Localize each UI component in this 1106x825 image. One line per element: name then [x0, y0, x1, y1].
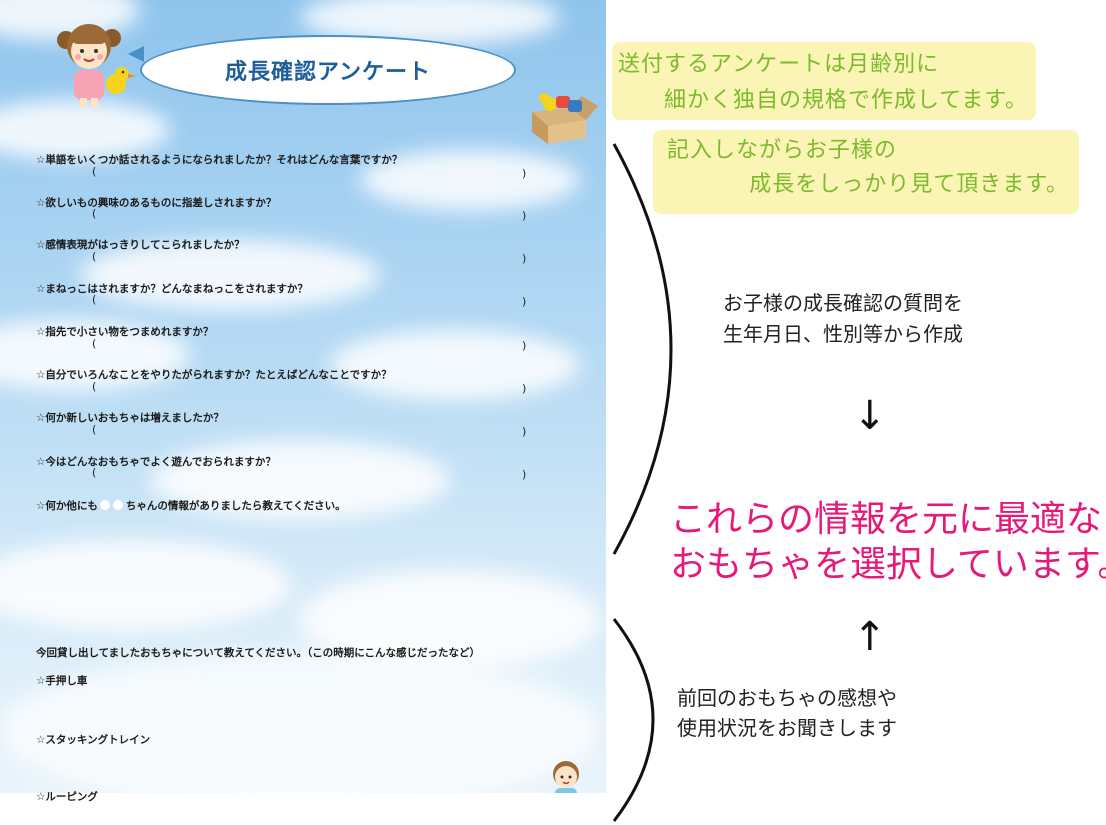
answer-close-paren: )	[522, 339, 527, 352]
child-name-placeholder	[98, 499, 126, 510]
answer-open-paren: (	[92, 380, 97, 393]
answer-close-paren: )	[522, 468, 527, 481]
cloud	[0, 540, 290, 630]
growth-question-line: 生年月日、性別等から作成	[723, 322, 963, 346]
up-arrow-icon: ↑	[853, 614, 887, 660]
answer-close-paren: )	[522, 382, 527, 395]
cloud	[330, 330, 580, 400]
answer-close-paren: )	[522, 295, 527, 308]
cloud	[80, 240, 380, 310]
survey-question: ☆感情表現がはっきりしてこられましたか？	[36, 239, 245, 251]
growth-question-line: お子様の成長確認の質問を	[723, 291, 963, 315]
child-info-question-after: ちゃんの情報がありましたら教えてください。	[125, 500, 346, 512]
feedback-line: 前回のおもちゃの感想や	[677, 686, 897, 710]
note-line: 成長をしっかり見て頂きます。	[749, 172, 1069, 197]
cloud	[0, 100, 170, 160]
highlight-line: おもちゃを選択しています。	[670, 544, 1106, 585]
survey-question: ☆欲しいもの興味のあるものに指差しされますか？	[36, 197, 277, 209]
answer-open-paren: (	[92, 466, 97, 479]
name-dot	[99, 500, 110, 510]
speech-bubble-tail	[128, 46, 144, 62]
child-info-question: ☆何か他にも ちゃんの情報がありましたら教えてください。	[36, 498, 346, 513]
toys-prompt: 今回貸し出してましたおもちゃについて教えてください。（この時期にこんな感じだった…	[36, 647, 481, 659]
boy-with-toy-icon	[553, 761, 579, 793]
answer-open-paren: (	[92, 207, 97, 220]
survey-question: ☆指先で小さい物をつまめれますか？	[36, 326, 214, 338]
survey-question: ☆まねっこはされますか？どんなまねっこをされますか？	[36, 283, 308, 295]
feedback-line: 使用状況をお聞きします	[677, 716, 897, 740]
note-line: 記入しながらお子様の	[667, 138, 898, 163]
toy-item: ☆スタッキングトレイン	[36, 734, 151, 746]
bracket-large-icon	[612, 143, 673, 555]
answer-open-paren: (	[92, 337, 97, 350]
answer-open-paren: (	[92, 165, 97, 178]
note-line: 細かく独自の規格で作成してます。	[663, 88, 1028, 113]
answer-open-paren: (	[92, 293, 97, 306]
toy-box-icon	[532, 93, 598, 144]
cloud	[0, 650, 600, 793]
name-dot	[112, 500, 123, 510]
cloud	[150, 440, 450, 520]
toy-item: ☆手押し車	[36, 675, 88, 687]
answer-close-paren: )	[522, 209, 527, 222]
answer-open-paren: (	[92, 250, 97, 263]
note-line: 送付するアンケートは月齢別に	[618, 52, 940, 77]
survey-question: ☆今はどんなおもちゃでよく遊んでおられますか？	[36, 456, 276, 468]
girl-with-duck-icon	[57, 24, 136, 108]
note-observe-growth: 記入しながらお子様の 成長をしっかり見て頂きます。	[653, 130, 1079, 214]
title-speech-bubble: 成長確認アンケート	[140, 35, 516, 105]
answer-close-paren: )	[522, 252, 527, 265]
note-survey-by-age: 送付するアンケートは月齢別に 細かく独自の規格で作成してます。	[612, 42, 1036, 120]
answer-close-paren: )	[522, 167, 527, 180]
survey-sheet: 成長確認アンケート ☆単語をいくつか話されるようになられましたか？それはどんな言…	[0, 0, 606, 793]
child-info-question-before: ☆何か他にも	[36, 500, 98, 512]
cloud	[0, 320, 190, 390]
answer-open-paren: (	[92, 423, 97, 436]
survey-question: ☆自分でいろんなことをやりたがられますか？たとえばどんなことですか？	[36, 369, 392, 381]
survey-question: ☆何か新しいおもちゃは増えましたか？	[36, 412, 224, 424]
toy-item: ☆ルーピング	[36, 791, 98, 803]
survey-question: ☆単語をいくつか話されるようになられましたか？それはどんな言葉ですか？	[36, 154, 403, 166]
cloud	[360, 150, 580, 210]
survey-title: 成長確認アンケート	[224, 60, 432, 85]
highlight-line: これらの情報を元に最適な	[670, 499, 1103, 540]
bracket-small-icon	[612, 618, 655, 822]
answer-close-paren: )	[522, 425, 527, 438]
down-arrow-icon: ↓	[853, 393, 887, 439]
